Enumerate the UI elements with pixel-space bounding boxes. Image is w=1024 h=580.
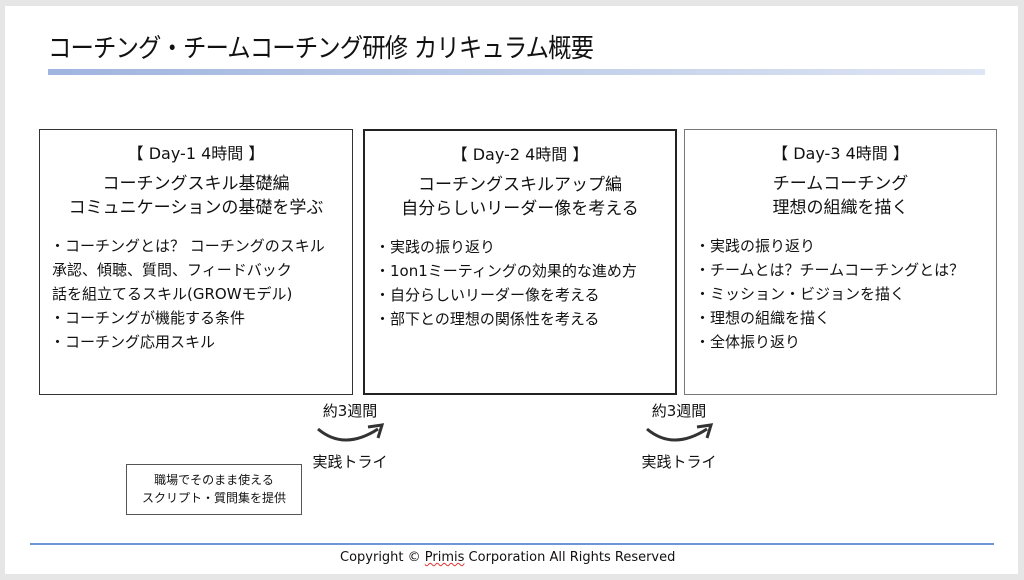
- note-line: 職場でそのまま使える: [154, 473, 274, 487]
- list-item: 話を組立てるスキル(GROWモデル): [52, 285, 293, 303]
- list-item: ・自分らしいリーダー像を考える: [375, 286, 600, 304]
- interval-2: 約3週間 実践トライ: [634, 400, 724, 472]
- list-item: 承認、傾聴、質問、フィードバック: [52, 261, 292, 279]
- interval-action: 実践トライ: [641, 453, 717, 471]
- list-item: ・部下との理想の関係性を考える: [375, 310, 600, 328]
- list-item: ・コーチングが機能する条件: [50, 309, 246, 327]
- day-label: 【 Day-3 4時間 】: [772, 144, 909, 163]
- day-1-box: 【 Day-1 4時間 】 コーチングスキル基礎編コミュニケーションの基礎を学ぶ…: [39, 129, 353, 395]
- day-subheading: コミュニケーションの基礎を学ぶ: [68, 198, 324, 218]
- title-underline: [48, 69, 985, 75]
- day-label: 【 Day-2 4時間 】: [451, 145, 589, 164]
- list-item: ・理想の組織を描く: [695, 309, 831, 327]
- interval-period: 約3週間: [322, 402, 378, 420]
- copyright: Copyright © Primis Corporation All Right…: [340, 550, 675, 565]
- curved-arrow-icon: [646, 423, 714, 442]
- list-item: ・コーチングとは？ コーチングのスキル: [50, 237, 325, 255]
- list-item: ・チームとは？チームコーチングとは？: [695, 261, 965, 279]
- list-item: ・コーチング応用スキル: [50, 333, 216, 351]
- list-item: ・ミッション・ビジョンを描く: [695, 285, 906, 303]
- day-heading: コーチングスキル基礎編: [102, 174, 290, 194]
- day-subheading: 自分らしいリーダー像を考える: [401, 199, 639, 219]
- day-label: 【 Day-1 4時間 】: [127, 144, 265, 163]
- interval-action: 実践トライ: [312, 453, 388, 471]
- day-2-box: 【 Day-2 4時間 】 コーチングスキルアップ編自分らしいリーダー像を考える…: [363, 129, 677, 395]
- interval-period: 約3週間: [651, 402, 707, 420]
- list-item: ・1on1ミーティングの効果的な進め方: [375, 262, 637, 280]
- day-heading: コーチングスキルアップ編: [418, 175, 622, 195]
- list-item: ・実践の振り返り: [375, 238, 496, 256]
- slide: [5, 6, 1018, 574]
- day-subheading: 理想の組織を描く: [772, 198, 909, 218]
- copyright-prefix: Copyright ©: [340, 550, 425, 565]
- day-heading: チームコーチング: [772, 174, 909, 194]
- copyright-suffix: Corporation All Rights Reserved: [464, 550, 676, 565]
- note-box: 職場でそのまま使える スクリプト・質問集を提供: [126, 464, 302, 515]
- day-3-box: 【 Day-3 4時間 】 チームコーチング理想の組織を描く ・実践の振り返り …: [684, 129, 997, 395]
- footer-divider: [30, 543, 994, 545]
- page-title: コーチング・チームコーチング研修 カリキュラム概要: [48, 34, 594, 64]
- curved-arrow-icon: [317, 423, 385, 442]
- company-name: Primis: [424, 550, 465, 565]
- interval-1: 約3週間 実践トライ: [305, 400, 395, 472]
- list-item: ・実践の振り返り: [695, 237, 816, 255]
- list-item: ・全体振り返り: [695, 333, 801, 351]
- note-line: スクリプト・質問集を提供: [141, 491, 286, 505]
